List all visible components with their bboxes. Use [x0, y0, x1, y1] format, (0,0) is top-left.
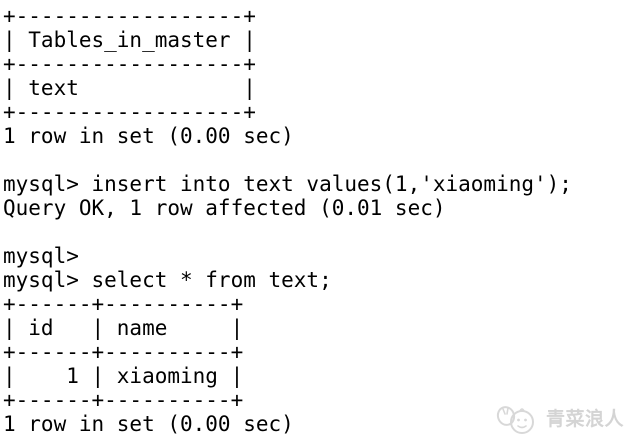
terminal-line: +------+----------+ — [3, 388, 244, 412]
terminal-line: 1 row in set (0.00 sec) — [3, 124, 294, 148]
terminal-line: +------------------+ — [3, 52, 256, 76]
terminal-line: 1 row in set (0.00 sec) — [3, 412, 294, 436]
terminal-line: +------------------+ — [3, 4, 256, 28]
terminal-line: +------+----------+ — [3, 292, 244, 316]
terminal-line: | Tables_in_master | — [3, 28, 256, 52]
cabbage-mascot-icon — [496, 406, 534, 434]
terminal-line: mysql> — [3, 244, 79, 268]
terminal-line: | id | name | — [3, 316, 244, 340]
terminal-line: | 1 | xiaoming | — [3, 364, 244, 388]
terminal-line: +------+----------+ — [3, 340, 244, 364]
terminal-line — [3, 220, 628, 244]
terminal-line: mysql> select * from text; — [3, 268, 332, 292]
terminal-line: Query OK, 1 row affected (0.01 sec) — [3, 196, 446, 220]
terminal-line: mysql> insert into text values(1,'xiaomi… — [3, 172, 572, 196]
watermark: 青菜浪人 — [495, 402, 624, 436]
terminal-line: | text | — [3, 76, 256, 100]
terminal-line — [3, 148, 628, 172]
terminal-line: +------------------+ — [3, 100, 256, 124]
watermark-text: 青菜浪人 — [545, 407, 624, 430]
